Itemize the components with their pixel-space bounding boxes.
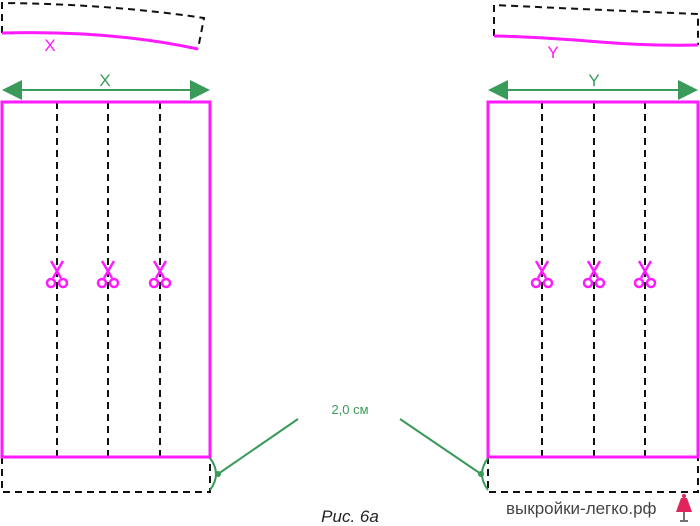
dress-icon <box>676 494 692 522</box>
left-top-label: X <box>44 36 55 55</box>
right-top-piece: Y <box>493 3 699 62</box>
figure-caption: Рис. 6а <box>321 507 379 526</box>
allowance-callout: 2,0 см <box>209 402 489 491</box>
left-width-label: X <box>99 71 110 90</box>
left-main-piece <box>0 100 212 493</box>
left-top-piece: X <box>1 1 206 55</box>
right-width-label: Y <box>588 71 599 90</box>
right-main-piece <box>486 100 700 493</box>
left-width-dimension: X <box>2 71 210 100</box>
allowance-label: 2,0 см <box>331 402 368 417</box>
watermark: выкройки-легко.рф <box>506 499 657 518</box>
right-top-label: Y <box>547 43 558 62</box>
right-width-dimension: Y <box>488 71 698 100</box>
